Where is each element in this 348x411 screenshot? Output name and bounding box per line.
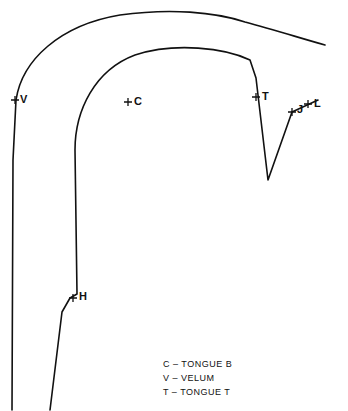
point-label: V xyxy=(20,94,27,105)
point-label: C xyxy=(134,96,142,107)
tongue-contour xyxy=(50,48,318,410)
key-line: V – VELUM xyxy=(163,374,215,383)
point-label: T xyxy=(262,91,269,102)
point-label: L xyxy=(314,98,321,109)
point-label: H xyxy=(79,291,87,302)
outer-wall xyxy=(12,11,325,410)
point-label: J xyxy=(297,104,303,115)
key-line: T – TONGUE T xyxy=(163,388,230,397)
key-line: C – TONGUE B xyxy=(163,360,232,369)
point-markers xyxy=(11,93,312,302)
